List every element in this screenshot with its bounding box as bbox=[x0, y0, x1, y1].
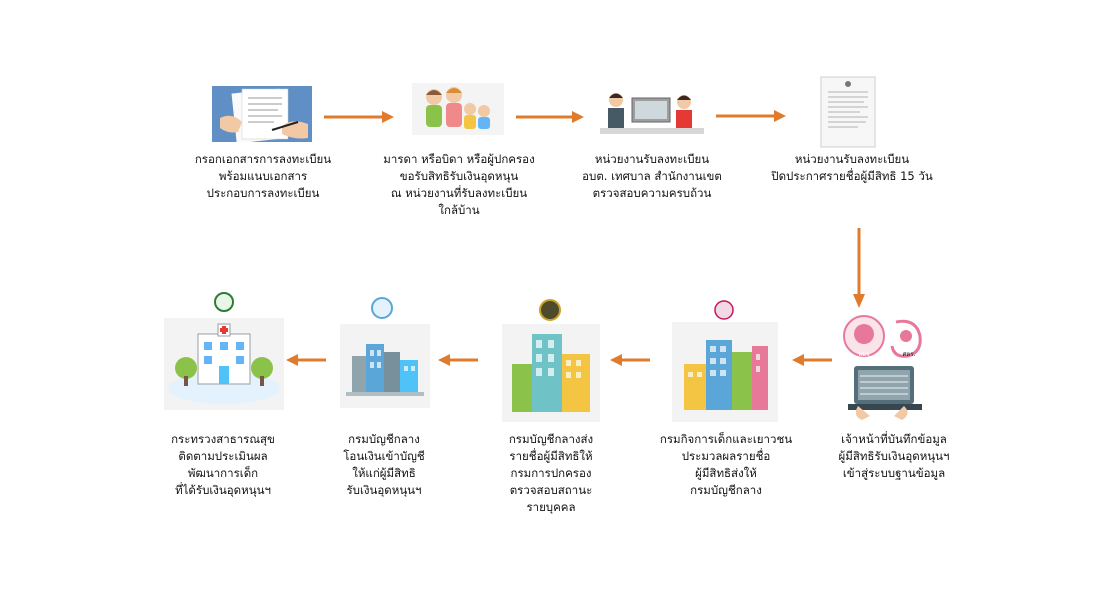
arrow-left-3 bbox=[438, 354, 478, 366]
dcy-building-illustration bbox=[672, 300, 778, 424]
cgd-city-illustration bbox=[340, 296, 430, 410]
data-entry-illustration bbox=[838, 314, 938, 422]
hospital-illustration bbox=[164, 292, 284, 412]
step-9-caption: กระทรวงสาธารณสุขติดตามประเมินผลพัฒนาการเ… bbox=[171, 432, 275, 497]
cgd-seal-icon bbox=[539, 299, 561, 321]
arrow-left-2 bbox=[610, 354, 650, 366]
office-workers-illustration bbox=[600, 84, 704, 140]
arrow-left-1 bbox=[792, 354, 832, 366]
step-3-caption: หน่วยงานรับลงทะเบียนอบต. เทศบาล สำนักงาน… bbox=[582, 152, 722, 200]
moph-seal-icon bbox=[214, 292, 234, 312]
step-8-caption: กรมบัญชีกลางโอนเงินเข้าบัญชีให้แก่ผู้มีส… bbox=[343, 432, 425, 497]
arrow-right-2 bbox=[516, 111, 584, 123]
cgd-tower-illustration bbox=[502, 298, 600, 424]
family-illustration bbox=[412, 83, 504, 135]
badge-women-label: ศตร. bbox=[902, 351, 916, 358]
announcement-document bbox=[820, 76, 876, 148]
step-1-caption: กรอกเอกสารการลงทะเบียนพร้อมแนบเอกสารประก… bbox=[194, 152, 332, 200]
cgd-logo-icon bbox=[371, 297, 393, 319]
step-6-caption: กรมกิจการเด็กและเยาวชนประมวลผลรายชื่อผู้… bbox=[659, 432, 793, 497]
dcy-seal-icon bbox=[714, 300, 734, 320]
step-5-caption: เจ้าหน้าที่บันทึกข้อมูลผู้มีสิทธิรับเงิน… bbox=[838, 432, 950, 480]
badge-msdhs-label: พมจ bbox=[858, 351, 870, 358]
step-7-caption: กรมบัญชีกลางส่งรายชื่อผู้มีสิทธิให้กรมกา… bbox=[508, 432, 594, 514]
women-logo-icon bbox=[890, 319, 922, 358]
arrow-right-1 bbox=[324, 111, 394, 123]
arrow-down bbox=[853, 228, 865, 308]
arrow-right-3 bbox=[716, 110, 786, 122]
arrow-left-4 bbox=[286, 354, 326, 366]
forms-illustration bbox=[212, 86, 312, 144]
step-4-caption: หน่วยงานรับลงทะเบียนปิดประกาศรายชื่อผู้ม… bbox=[771, 152, 933, 183]
step-2-caption: มารดา หรือบิดา หรือผู้ปกครองขอรับสิทธิรั… bbox=[383, 152, 535, 217]
